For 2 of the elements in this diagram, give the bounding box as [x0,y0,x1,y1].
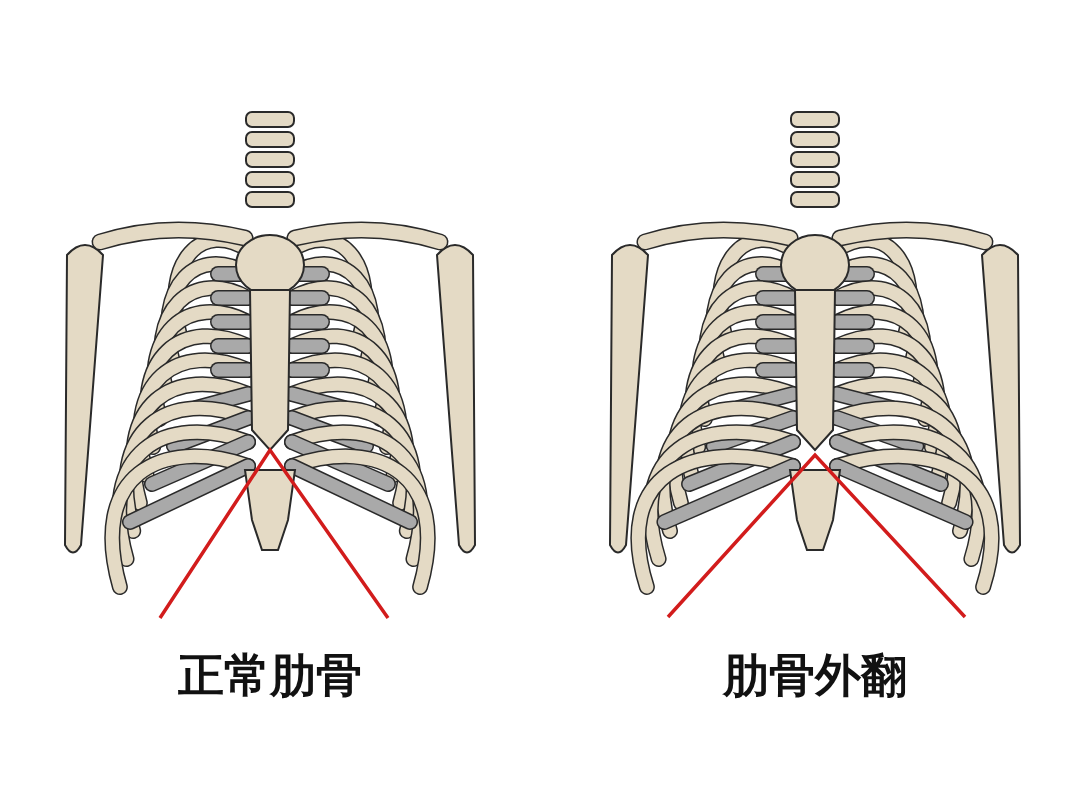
diagram-label: 肋骨外翻 [723,648,907,702]
diagram-label: 正常肋骨 [178,648,362,702]
